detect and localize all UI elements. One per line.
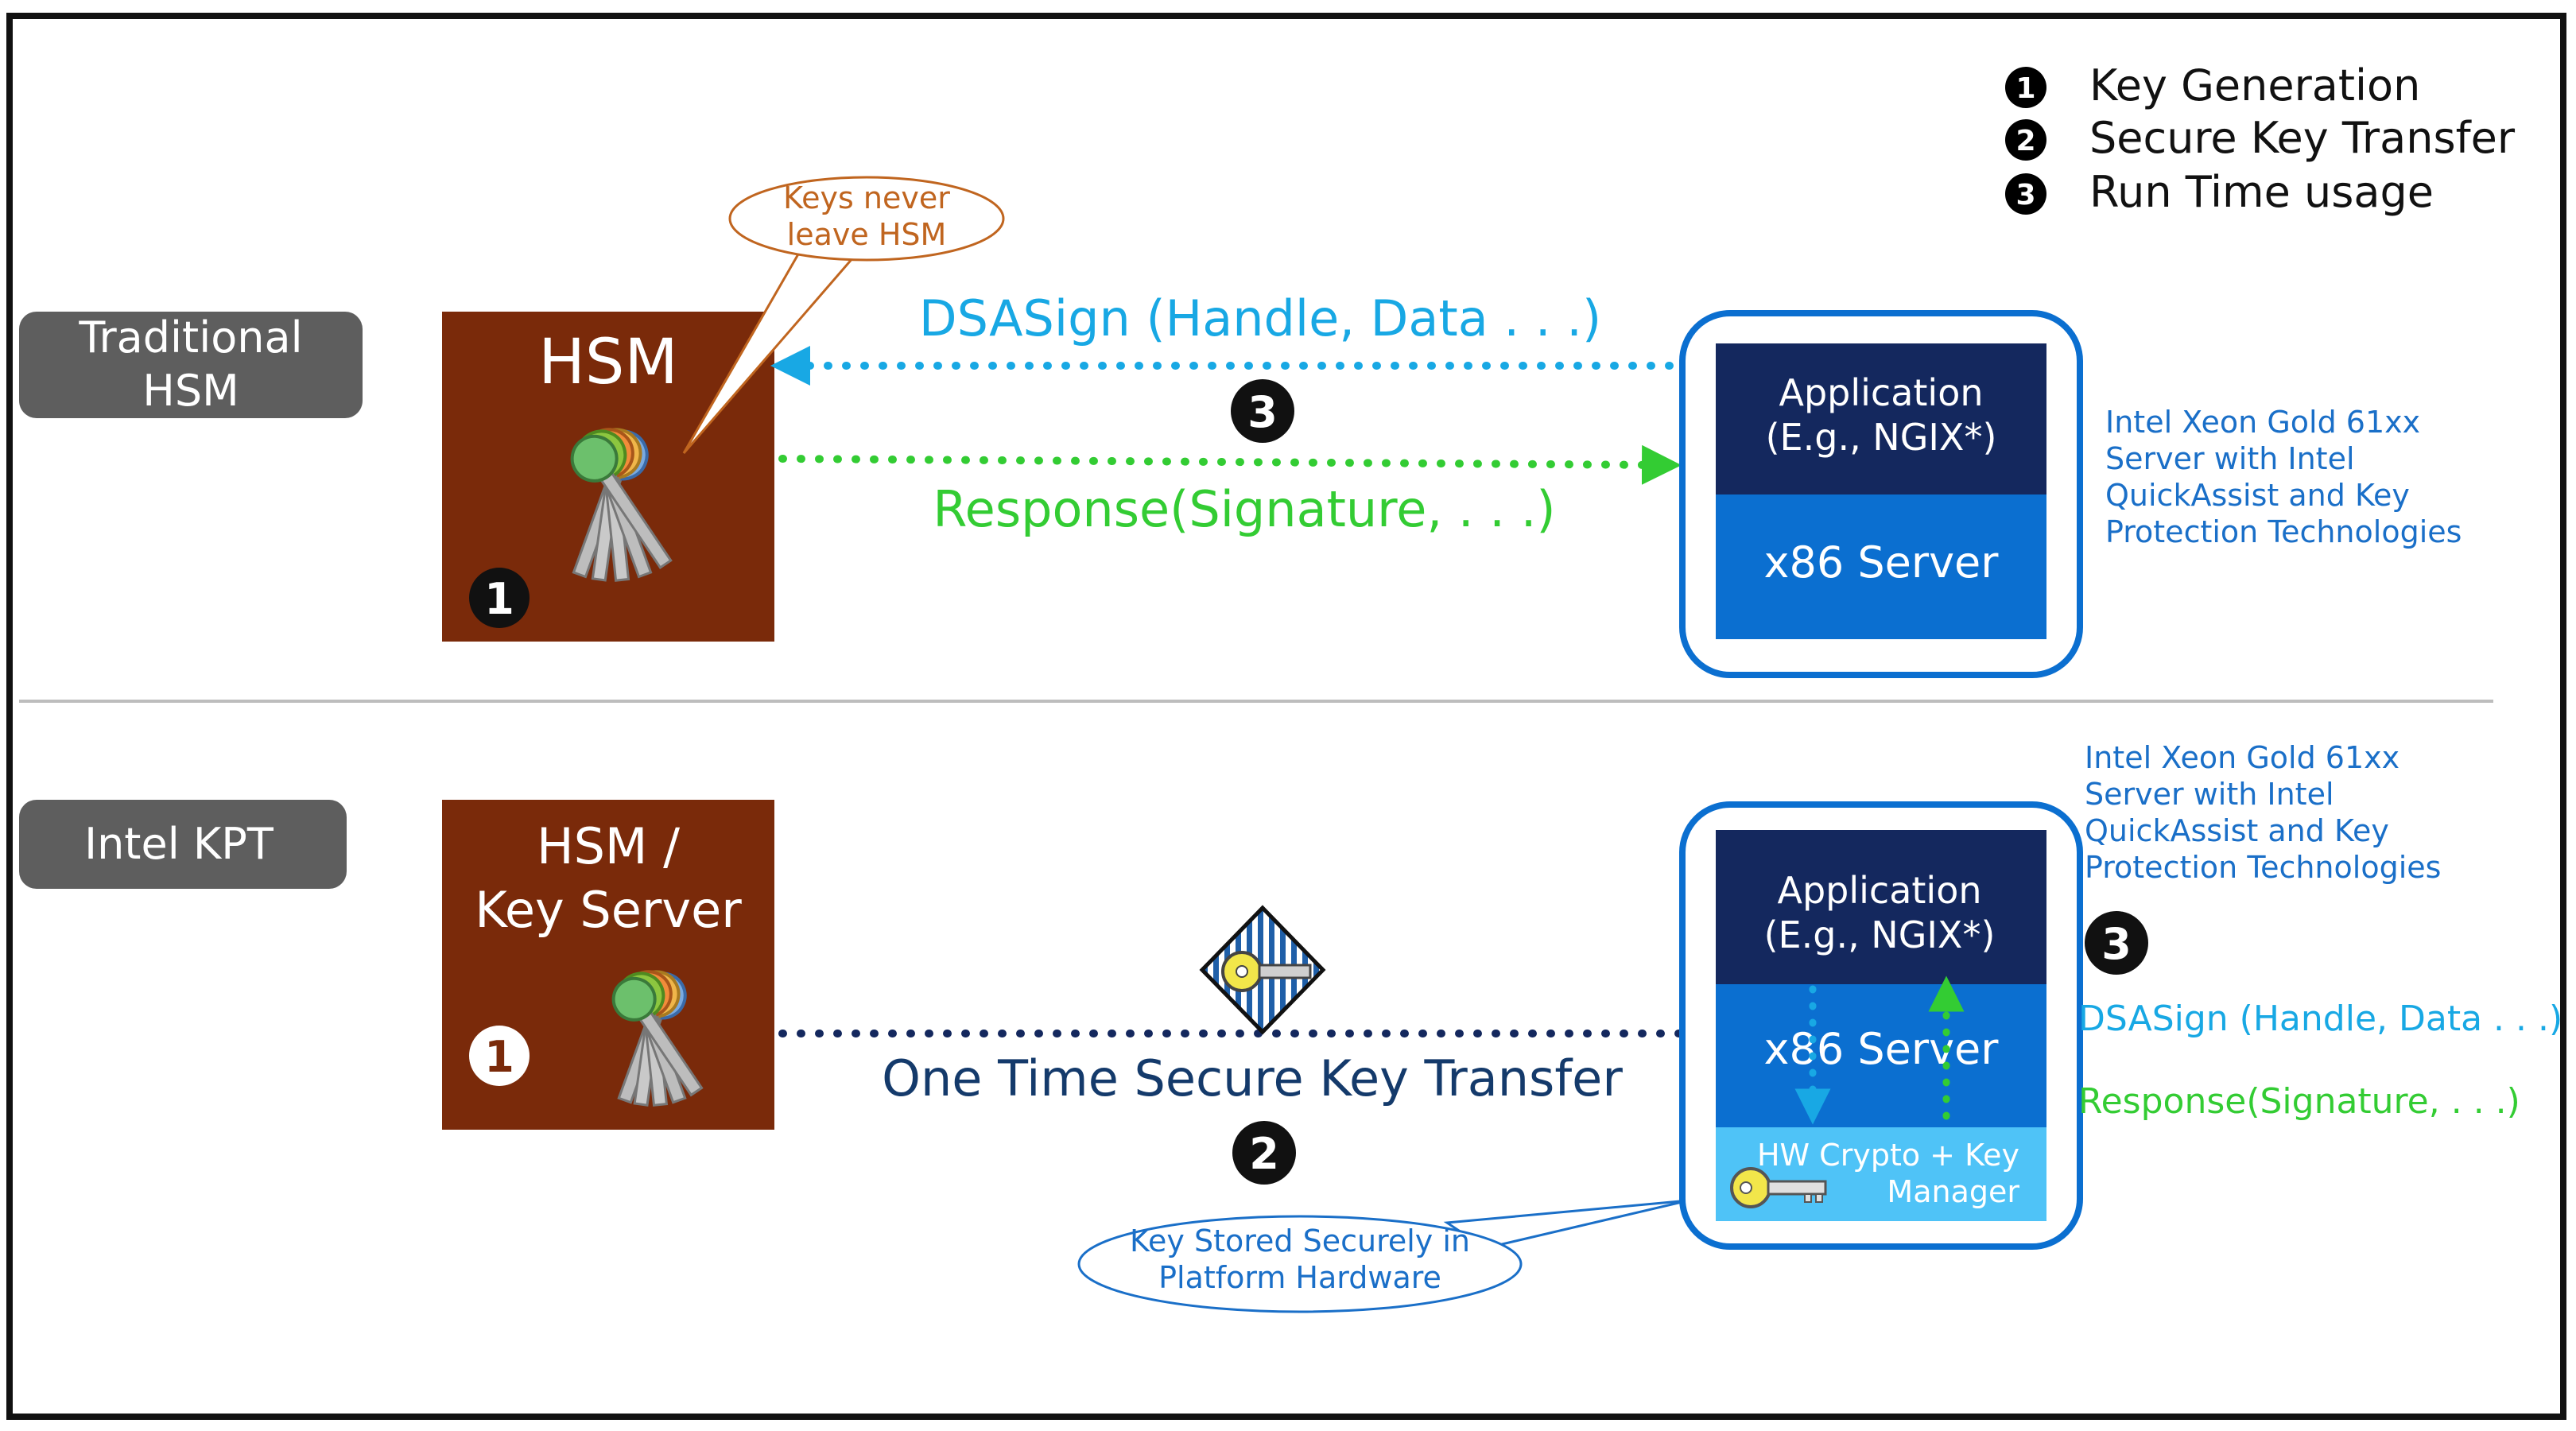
callout-line2: leave HSM	[787, 217, 947, 252]
callout-key-stored-securely	[1077, 1215, 1523, 1313]
section-kpt: Intel KPT HSM / Key Server	[19, 740, 2562, 1313]
server-description: Intel Xeon Gold 61xx Server with Intel Q…	[2105, 405, 2462, 549]
response-arrow	[778, 444, 1682, 485]
hw-crypto-line2: Manager	[1887, 1174, 2019, 1209]
kpt-label: Intel KPT	[84, 819, 274, 869]
app-box	[1716, 343, 2046, 494]
kpt-server-description: Intel Xeon Gold 61xx Server with Intel Q…	[2085, 740, 2441, 885]
traditional-section-label	[19, 312, 363, 418]
kpt-app-line1: Application	[1777, 869, 1981, 912]
response-label: Response(Signature, . . .)	[933, 480, 1555, 538]
key-server-key-ring-icon	[611, 970, 704, 1107]
hsm-title: HSM	[538, 327, 677, 398]
runtime-step-3-number: 3	[1247, 387, 1278, 437]
kpt-request-label: DSASign (Handle, Data . . .)	[2078, 999, 2562, 1039]
stored-key-icon	[1730, 1167, 1827, 1208]
request-label: DSASign (Handle, Data . . .)	[919, 289, 1601, 347]
legend-item-2: 2 Secure Key Transfer	[2005, 113, 2516, 163]
server-desc-line3: QuickAssist and Key	[2105, 478, 2410, 513]
legend: 1 Key Generation 2 Secure Key Transfer 3…	[2005, 60, 2516, 217]
key-server-title-line2: Key Server	[475, 881, 742, 939]
secure-key-diamond-icon	[1199, 905, 1326, 1035]
legend-label-run-time-usage: Run Time usage	[2089, 167, 2434, 217]
kpt-server-desc-line3: QuickAssist and Key	[2085, 813, 2389, 848]
app-line2: (E.g., NGIX*)	[1766, 416, 1997, 459]
key-ring-icon	[570, 428, 673, 582]
key-server-step-1-badge	[469, 1026, 530, 1086]
key-server-step-1-number: 1	[484, 1032, 514, 1082]
transfer-step-2-number: 2	[1249, 1129, 1279, 1179]
x86-server-label: x86 Server	[1764, 537, 2000, 588]
kpt-x86-server-box	[1716, 984, 2046, 1127]
transfer-label: One Time Secure Key Transfer	[882, 1049, 1623, 1107]
kpt-runtime-step-3-badge	[2085, 911, 2148, 975]
kpt-server-desc-line2: Server with Intel	[2085, 777, 2334, 812]
callout-line1: Keys never	[783, 180, 950, 215]
kpt-section-label	[19, 800, 347, 889]
kpt-runtime-step-3-number: 3	[2101, 919, 2132, 969]
kpt-response-label: Response(Signature, . . .)	[2078, 1081, 2520, 1122]
hsm-step-1-number: 1	[484, 574, 514, 624]
legend-item-3: 3 Run Time usage	[2005, 167, 2434, 217]
hw-crypto-line1: HW Crypto + Key	[1757, 1138, 2019, 1173]
kpt-app-line2: (E.g., NGIX*)	[1764, 913, 1996, 956]
kpt-app-box	[1716, 830, 2046, 984]
server-desc-line1: Intel Xeon Gold 61xx	[2105, 405, 2420, 440]
callout-keys-never-leave	[728, 176, 1005, 262]
kpt-x86-server-label: x86 Server	[1764, 1024, 2000, 1074]
kpt-server-desc-line4: Protection Technologies	[2085, 850, 2441, 885]
outer-frame	[6, 13, 2566, 1420]
legend-item-1: 1 Key Generation	[2005, 60, 2420, 111]
hw-crypto-box	[1716, 1127, 2046, 1221]
key-server-title-line1: HSM /	[537, 817, 680, 875]
traditional-label-line2: HSM	[142, 366, 239, 416]
server-desc-line2: Server with Intel	[2105, 441, 2355, 476]
kpt-server-desc-line1: Intel Xeon Gold 61xx	[2085, 740, 2399, 775]
traditional-label-line1: Traditional	[78, 312, 302, 363]
legend-label-key-generation: Key Generation	[2089, 60, 2420, 111]
legend-num-2: 2	[2015, 125, 2035, 157]
transfer-step-2-badge	[1232, 1121, 1296, 1185]
legend-label-secure-key-transfer: Secure Key Transfer	[2089, 113, 2516, 163]
section-traditional: Traditional HSM HSM	[19, 176, 2462, 678]
legend-num-3: 3	[2015, 179, 2035, 211]
app-line1: Application	[1779, 371, 1983, 414]
hsm-step-1-badge	[469, 568, 530, 628]
platform-callout-line2: Platform Hardware	[1158, 1260, 1441, 1295]
runtime-step-3-badge	[1231, 379, 1294, 443]
x86-server-box	[1716, 494, 2046, 639]
legend-num-1: 1	[2015, 72, 2035, 105]
platform-callout-line1: Key Stored Securely in	[1130, 1224, 1470, 1258]
server-desc-line4: Protection Technologies	[2105, 514, 2462, 549]
